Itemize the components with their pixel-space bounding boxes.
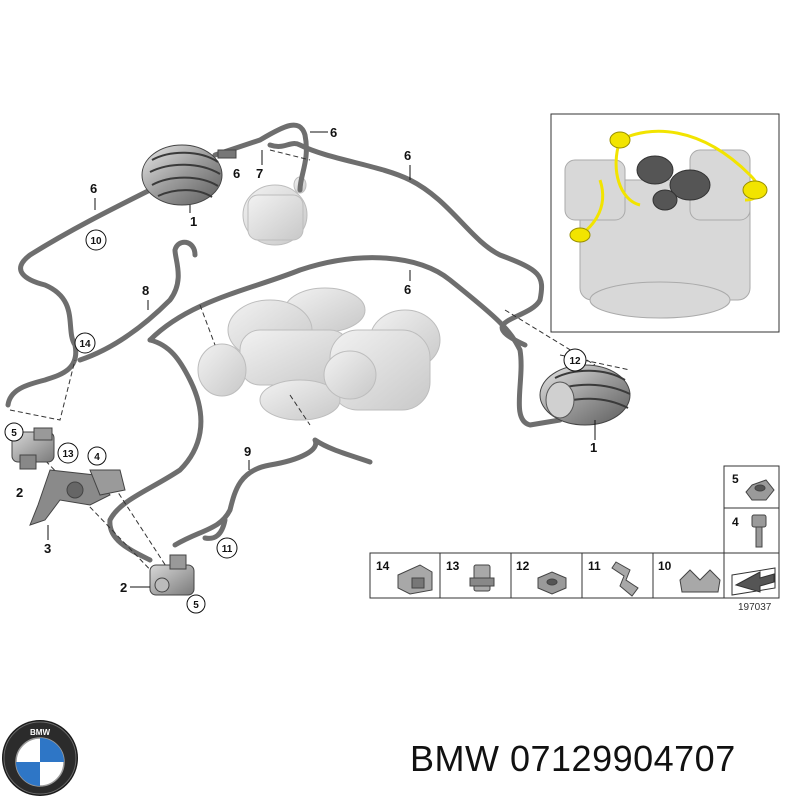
vacuum-reservoir-right bbox=[539, 364, 631, 426]
shim-pic bbox=[731, 567, 776, 596]
svg-text:5: 5 bbox=[11, 428, 17, 439]
kit-item-4: 4 bbox=[732, 515, 739, 529]
solenoid-valve-top bbox=[11, 427, 55, 470]
circled-11: 11 bbox=[216, 537, 238, 559]
callout-3: 3 bbox=[44, 541, 51, 556]
callout-9: 9 bbox=[244, 444, 251, 459]
clip-10-pic bbox=[679, 569, 721, 593]
small-parts-panel: 5 4 14 13 12 11 10 bbox=[369, 465, 780, 613]
diagram-id: 197037 bbox=[738, 602, 772, 613]
callout-8: 8 bbox=[142, 283, 149, 298]
clip-13-pic bbox=[469, 564, 495, 592]
engine-overview-inset bbox=[550, 113, 780, 333]
callout-6-b: 6 bbox=[90, 181, 97, 196]
kit-item-13: 13 bbox=[446, 559, 460, 573]
callout-6-c: 6 bbox=[404, 148, 411, 163]
kit-item-11: 11 bbox=[588, 559, 601, 573]
circled-12: 12 bbox=[563, 348, 587, 372]
callout-1-right: 1 bbox=[590, 440, 597, 455]
callout-labels: 1 1 2 2 3 6 6 6 6 6 7 8 9 bbox=[16, 125, 597, 595]
vacuum-reservoir-top bbox=[141, 144, 237, 206]
svg-text:13: 13 bbox=[62, 449, 74, 460]
circled-5-bottom: 5 bbox=[186, 594, 206, 614]
circled-4: 4 bbox=[87, 446, 107, 466]
bmw-logo: BMW bbox=[2, 720, 78, 796]
circled-14: 14 bbox=[74, 332, 96, 354]
kit-item-14: 14 bbox=[376, 559, 390, 573]
svg-text:4: 4 bbox=[94, 452, 100, 463]
vacuum-hoses bbox=[5, 122, 563, 563]
callout-1-top: 1 bbox=[190, 214, 197, 229]
circled-labels: 10 14 5 13 4 12 11 5 bbox=[4, 229, 587, 614]
solenoid-valve-bottom bbox=[149, 554, 195, 596]
svg-text:5: 5 bbox=[193, 600, 199, 611]
callout-7: 7 bbox=[256, 166, 263, 181]
nut-5-pic bbox=[745, 479, 775, 501]
circled-13: 13 bbox=[57, 442, 79, 464]
alternator-ghost bbox=[242, 176, 308, 246]
bolt-4-pic bbox=[751, 514, 767, 548]
svg-text:BMW: BMW bbox=[30, 728, 50, 737]
bracket-4 bbox=[89, 469, 126, 496]
kit-item-12: 12 bbox=[516, 559, 530, 573]
clip-14-pic bbox=[397, 564, 433, 595]
turbocharger-ghost bbox=[197, 287, 441, 421]
circled-10: 10 bbox=[85, 229, 107, 251]
kit-item-5: 5 bbox=[732, 472, 739, 486]
circled-5-top: 5 bbox=[4, 422, 24, 442]
kit-item-10: 10 bbox=[658, 559, 672, 573]
nut-12-pic bbox=[537, 571, 567, 595]
svg-text:14: 14 bbox=[79, 339, 91, 350]
svg-text:12: 12 bbox=[569, 356, 581, 367]
callout-6-a: 6 bbox=[233, 166, 240, 181]
part-caption: BMW 07129904707 bbox=[410, 738, 736, 779]
callout-6-top: 6 bbox=[330, 125, 337, 140]
callout-6-d: 6 bbox=[404, 282, 411, 297]
callout-2-top: 2 bbox=[16, 485, 23, 500]
clip-11-pic bbox=[611, 561, 639, 597]
svg-text:10: 10 bbox=[90, 236, 102, 247]
callout-2-bottom: 2 bbox=[120, 580, 127, 595]
svg-text:11: 11 bbox=[222, 544, 233, 555]
